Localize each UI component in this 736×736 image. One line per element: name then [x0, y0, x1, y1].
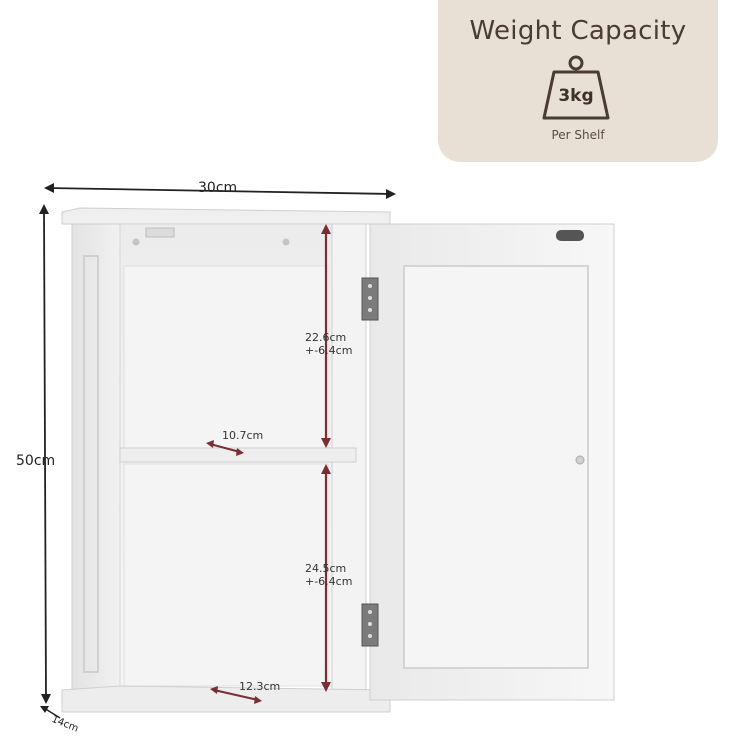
weight-capacity-caption: Per Shelf — [551, 128, 605, 142]
hinge-icon — [361, 603, 379, 647]
width-label: 30cm — [198, 180, 238, 196]
height-dimension-arrow — [39, 204, 51, 704]
upper-compartment-height: 22.6cm — [305, 331, 347, 344]
upper-compartment-label: 22.6cm +-6.4cm — [305, 331, 352, 357]
shelf-depth-label: 10.7cm — [222, 429, 264, 442]
weight-icon — [542, 55, 610, 120]
hinge-icon — [361, 277, 379, 321]
shelf-depth-arrow — [206, 440, 244, 456]
lower-compartment-arrow — [321, 464, 331, 692]
height-label: 50cm — [16, 453, 56, 469]
lower-compartment-adjust: +-6.4cm — [305, 575, 353, 588]
cabinet-door — [369, 223, 615, 701]
base-depth-arrow — [210, 686, 262, 704]
door-knob — [575, 455, 585, 465]
weight-capacity-card: Weight Capacity 3kg Per Shelf — [438, 0, 718, 162]
cabinet-top-board — [61, 207, 391, 225]
screw-hole — [282, 238, 290, 246]
upper-compartment-adjust: +-6.4cm — [305, 344, 353, 357]
lower-compartment-label: 24.5cm +-6.4cm — [305, 562, 352, 588]
weight-capacity-title: Weight Capacity — [469, 16, 687, 46]
door-magnet-catch — [556, 230, 584, 241]
screw-hole — [132, 238, 140, 246]
upper-compartment-arrow — [321, 224, 331, 448]
width-dimension-arrow — [44, 183, 396, 199]
cabinet-bottom-board — [61, 685, 391, 713]
weight-capacity-value: 3kg — [558, 86, 594, 106]
cabinet-side-panel — [71, 221, 121, 701]
lower-compartment-height: 24.5cm — [305, 562, 347, 575]
depth-dimension-arrow — [40, 706, 61, 719]
base-depth-label: 12.3cm — [239, 680, 281, 693]
